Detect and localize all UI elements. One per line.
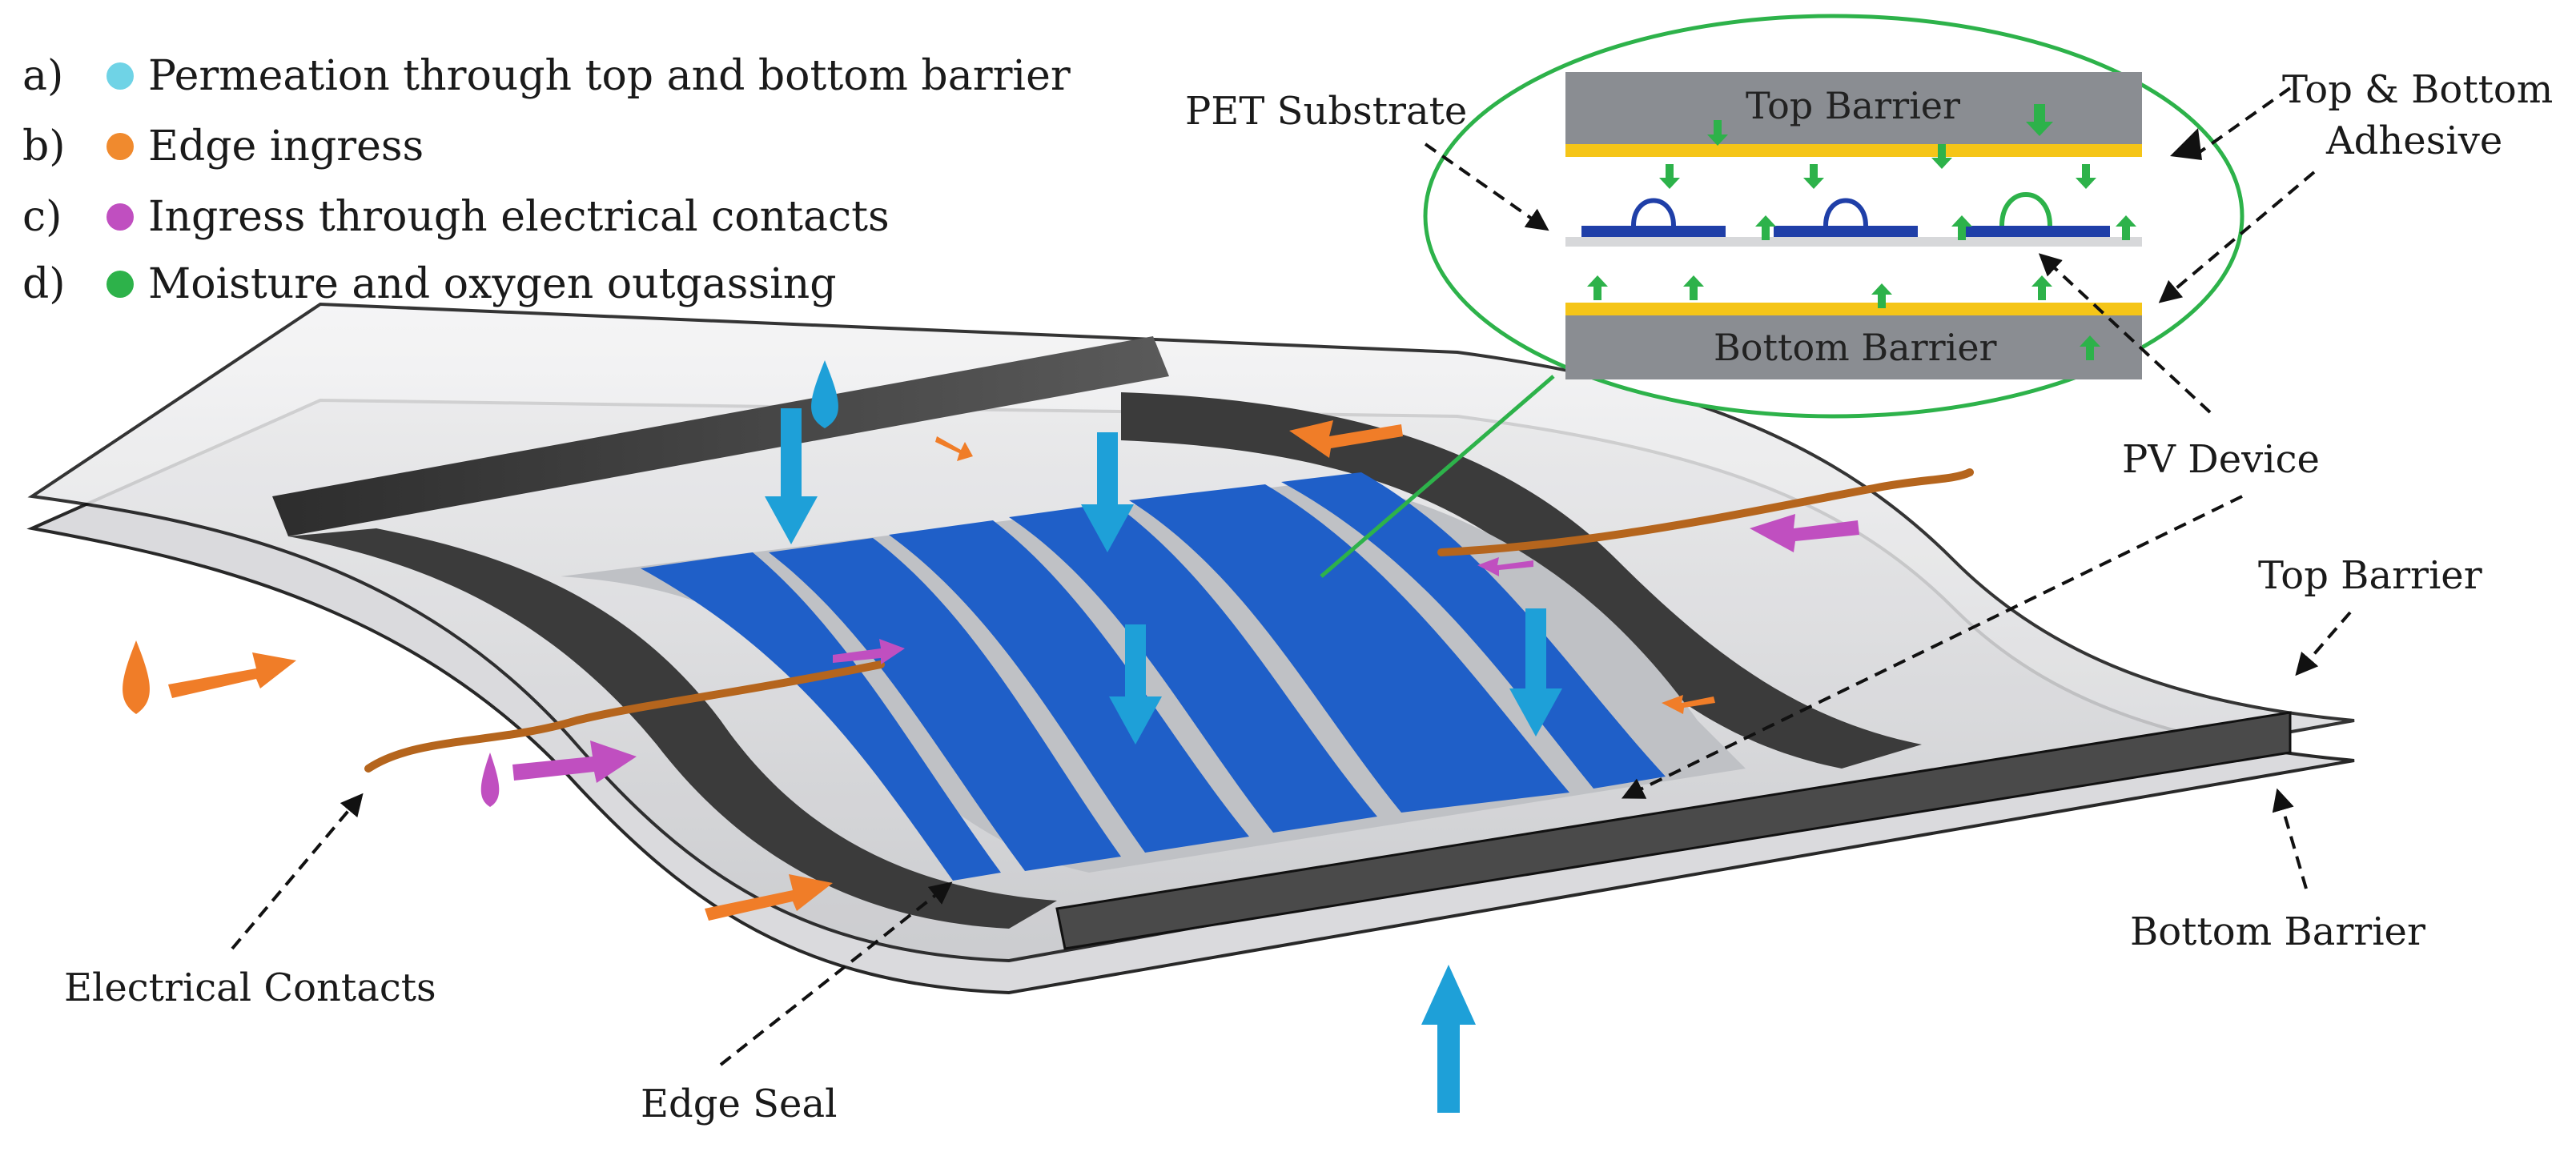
callouts: PET Substrate Top & Bottom Adhesive PV D…: [64, 67, 2553, 1126]
pv-module-illustration: [26, 302, 2355, 995]
magenta-dot-icon: [106, 203, 134, 231]
inset-top-barrier-label: Top Barrier: [1746, 84, 1960, 127]
pv-cell: [769, 538, 1121, 871]
inset-bottom-adhesive-layer: [1565, 303, 2142, 315]
permeation-arrow-down: [1509, 608, 1562, 737]
edge-ingress-arrow: [1662, 695, 1715, 714]
inset-pv-cell: [1774, 226, 1918, 237]
inset-pet-layer: [1565, 237, 2142, 247]
edge-ingress-arrows: [123, 420, 1715, 921]
permeation-droplet: [811, 360, 838, 428]
edge-seal-leader: [719, 881, 953, 1066]
adhesive-leader-bottom: [2158, 171, 2316, 303]
contact-ingress-droplet: [480, 753, 500, 807]
bottom-barrier-leader: [2272, 788, 2308, 889]
inset-arc: [1823, 198, 1868, 227]
edge-ingress-arrow: [168, 652, 296, 698]
inset-pv-cell: [1581, 226, 1726, 237]
edge-ingress-arrow: [705, 874, 833, 921]
pv-cell: [1129, 484, 1569, 813]
inset-bottom-barrier-label: Bottom Barrier: [1714, 326, 1997, 369]
legend-letter-d: d): [22, 260, 66, 308]
label-adhesive-line1: Top & Bottom: [2282, 67, 2553, 112]
edge-ingress-arrow: [1289, 420, 1403, 458]
edge-seal-right: [1121, 392, 1922, 769]
inset-pv-cell: [1966, 226, 2110, 237]
contact-ingress-arrow: [1750, 514, 1859, 552]
label-pv-device: PV Device: [2122, 437, 2320, 482]
contact-ingress-arrow: [833, 639, 905, 664]
legend-letter-a: a): [22, 52, 63, 100]
legend-letter-b: b): [22, 122, 66, 171]
edge-ingress-droplet: [123, 640, 150, 714]
contact-ingress-arrows: [480, 514, 1859, 807]
label-bottom-barrier: Bottom Barrier: [2130, 909, 2425, 954]
electrical-contact-wire-left: [364, 660, 885, 773]
inset-arc: [1631, 198, 1676, 227]
label-top-barrier: Top Barrier: [2258, 553, 2482, 598]
cross-section-inset: Top Barrier Bottom Barrier: [1320, 14, 2244, 578]
legend-item-b: b) Edge ingress: [22, 122, 424, 171]
green-dot-icon: [106, 271, 134, 298]
pv-cells: [641, 472, 1666, 881]
edge-seal-back: [272, 336, 1169, 536]
inset-top-barrier-layer: [1565, 72, 2142, 144]
label-adhesive-line2: Adhesive: [2325, 118, 2502, 163]
pv-cell: [1009, 503, 1377, 833]
label-electrical-contacts: Electrical Contacts: [64, 965, 436, 1010]
contact-ingress-arrow: [1477, 557, 1533, 576]
legend-item-c: c) Ingress through electrical contacts: [22, 193, 890, 241]
edge-seal-front: [1055, 711, 2292, 950]
pv-device-leader-inset: [2038, 253, 2212, 414]
pv-cell: [1281, 472, 1666, 789]
permeation-arrow-down: [1081, 432, 1134, 552]
legend-item-d: d) Moisture and oxygen outgassing: [22, 260, 837, 308]
edge-seal-left: [288, 528, 1057, 929]
label-pet-substrate: PET Substrate: [1185, 89, 1467, 134]
permeation-arrow-up: [1421, 965, 1476, 1113]
legend-text-a: Permeation through top and bottom barrie…: [148, 52, 1071, 100]
inset-bottom-barrier-layer: [1565, 315, 2142, 379]
orange-dot-icon: [106, 133, 134, 160]
legend-item-a: a) Permeation through top and bottom bar…: [22, 52, 1071, 100]
contact-ingress-arrow: [512, 741, 637, 783]
pet-substrate-leader: [1424, 142, 1549, 231]
legend-text-b: Edge ingress: [148, 122, 424, 171]
electrical-contact-wire-right: [1437, 468, 1974, 556]
cyan-dot-icon: [106, 62, 134, 90]
label-edge-seal: Edge Seal: [641, 1082, 837, 1126]
legend: a) Permeation through top and bottom bar…: [22, 52, 1071, 308]
inset-outgassing-arrows: [1587, 104, 2136, 360]
legend-text-d: Moisture and oxygen outgassing: [148, 260, 837, 308]
permeation-arrow-down: [765, 408, 818, 544]
legend-letter-c: c): [22, 193, 62, 241]
legend-text-c: Ingress through electrical contacts: [148, 193, 890, 241]
electrical-contacts-leader: [231, 793, 364, 950]
adhesive-arrowhead-top: [2170, 128, 2202, 160]
edge-ingress-arrow: [935, 436, 973, 461]
inset-top-adhesive-layer: [1565, 144, 2142, 157]
permeation-arrows: [765, 360, 1562, 1113]
pv-cell: [641, 552, 1001, 881]
top-barrier-leader: [2295, 611, 2352, 676]
permeation-arrow-down: [1109, 624, 1162, 745]
pv-cell: [889, 520, 1249, 853]
inset-arc: [1999, 192, 2052, 227]
pv-device-leader-module: [1621, 495, 2243, 799]
inset-pointer-line: [1320, 375, 1555, 578]
